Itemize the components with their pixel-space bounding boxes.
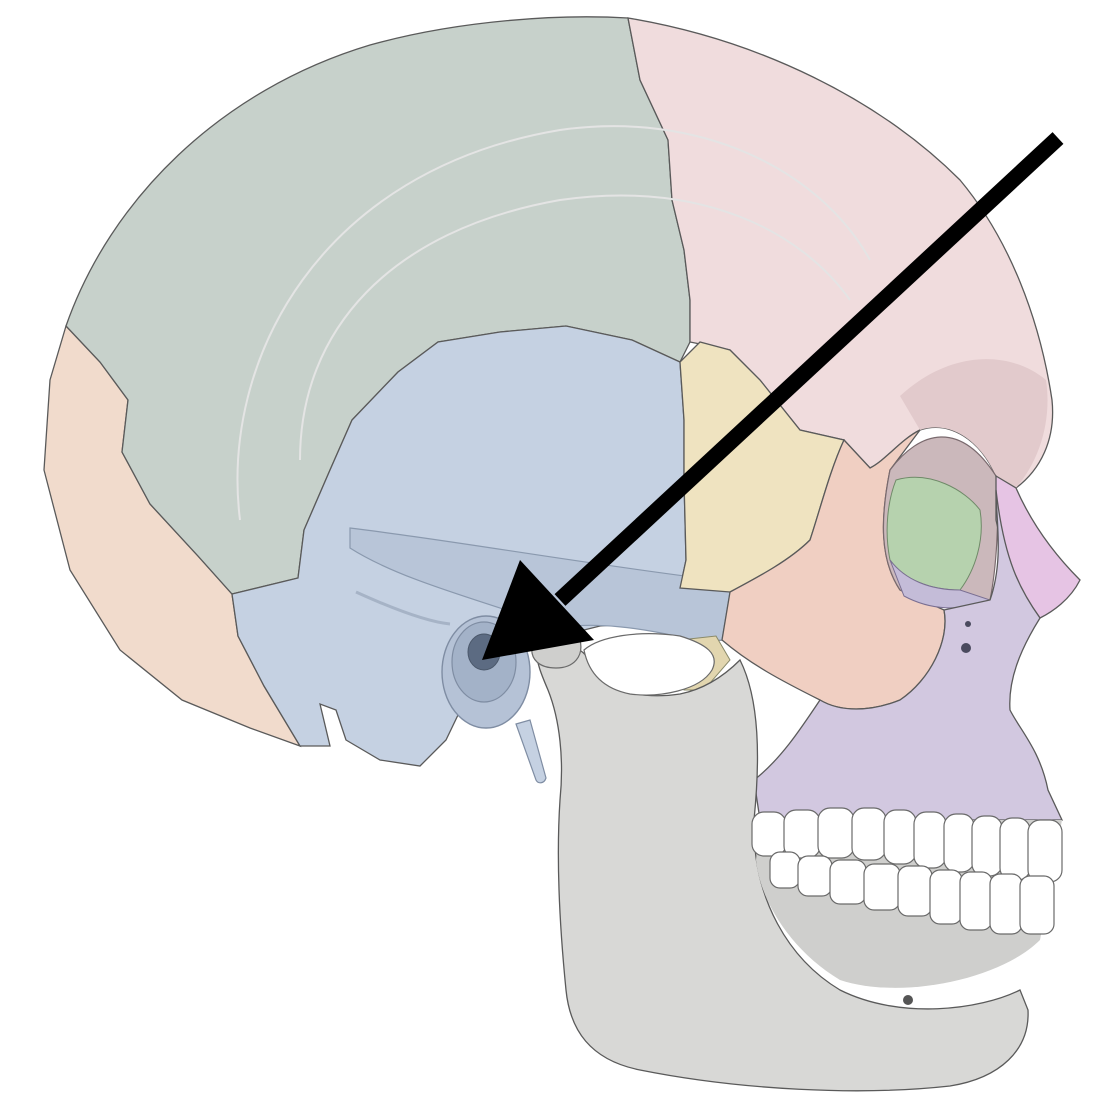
supramastoid-crest: [355, 590, 451, 626]
lower-tooth: [929, 869, 963, 925]
upper-teeth: [751, 807, 1063, 883]
mandible: [535, 643, 1029, 1092]
upper-tooth: [817, 807, 855, 859]
lower-tooth: [863, 863, 901, 911]
upper-tooth: [851, 807, 887, 861]
upper-tooth: [971, 815, 1003, 877]
temporal-line-inner: [299, 194, 851, 461]
brow-ridge: [900, 359, 1048, 488]
infraorbital-foramen-small: [965, 621, 971, 627]
arrow-shaft: [554, 132, 1064, 606]
pointer-arrow: [482, 132, 1064, 660]
lower-tooth: [769, 851, 801, 889]
infraorbital-foramen: [961, 643, 971, 653]
upper-tooth: [913, 811, 947, 869]
upper-tooth: [751, 811, 787, 857]
arrow-head: [482, 560, 594, 660]
lower-tooth: [989, 873, 1023, 935]
upper-tooth: [783, 809, 821, 859]
temporal-line: [236, 125, 871, 521]
lower-tooth: [797, 855, 833, 897]
upper-tooth: [999, 817, 1031, 881]
upper-tooth: [1027, 819, 1063, 883]
styloid-process: [515, 719, 547, 784]
lower-tooth: [1019, 875, 1055, 935]
maxilla: [753, 489, 1064, 821]
lower-tooth: [897, 865, 933, 917]
mandibular-notch: [583, 633, 715, 696]
lower-tooth: [829, 859, 867, 905]
lower-teeth: [769, 851, 1055, 935]
lower-tooth: [959, 871, 993, 931]
upper-tooth: [883, 809, 917, 865]
mental-foramen: [903, 995, 913, 1005]
upper-tooth: [943, 813, 975, 873]
